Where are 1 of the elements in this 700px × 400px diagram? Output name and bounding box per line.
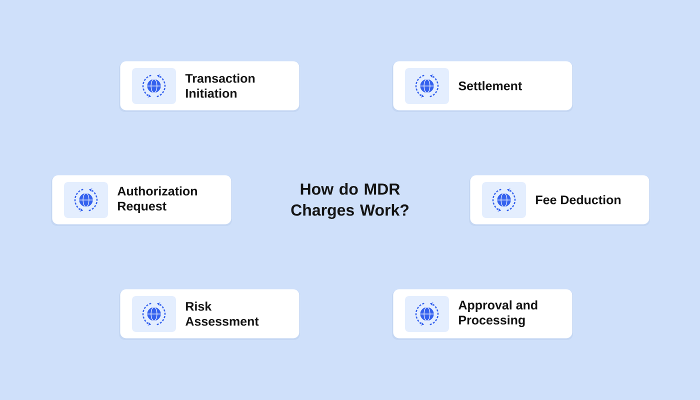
title: How do MDR Charges Work? — [291, 183, 408, 219]
